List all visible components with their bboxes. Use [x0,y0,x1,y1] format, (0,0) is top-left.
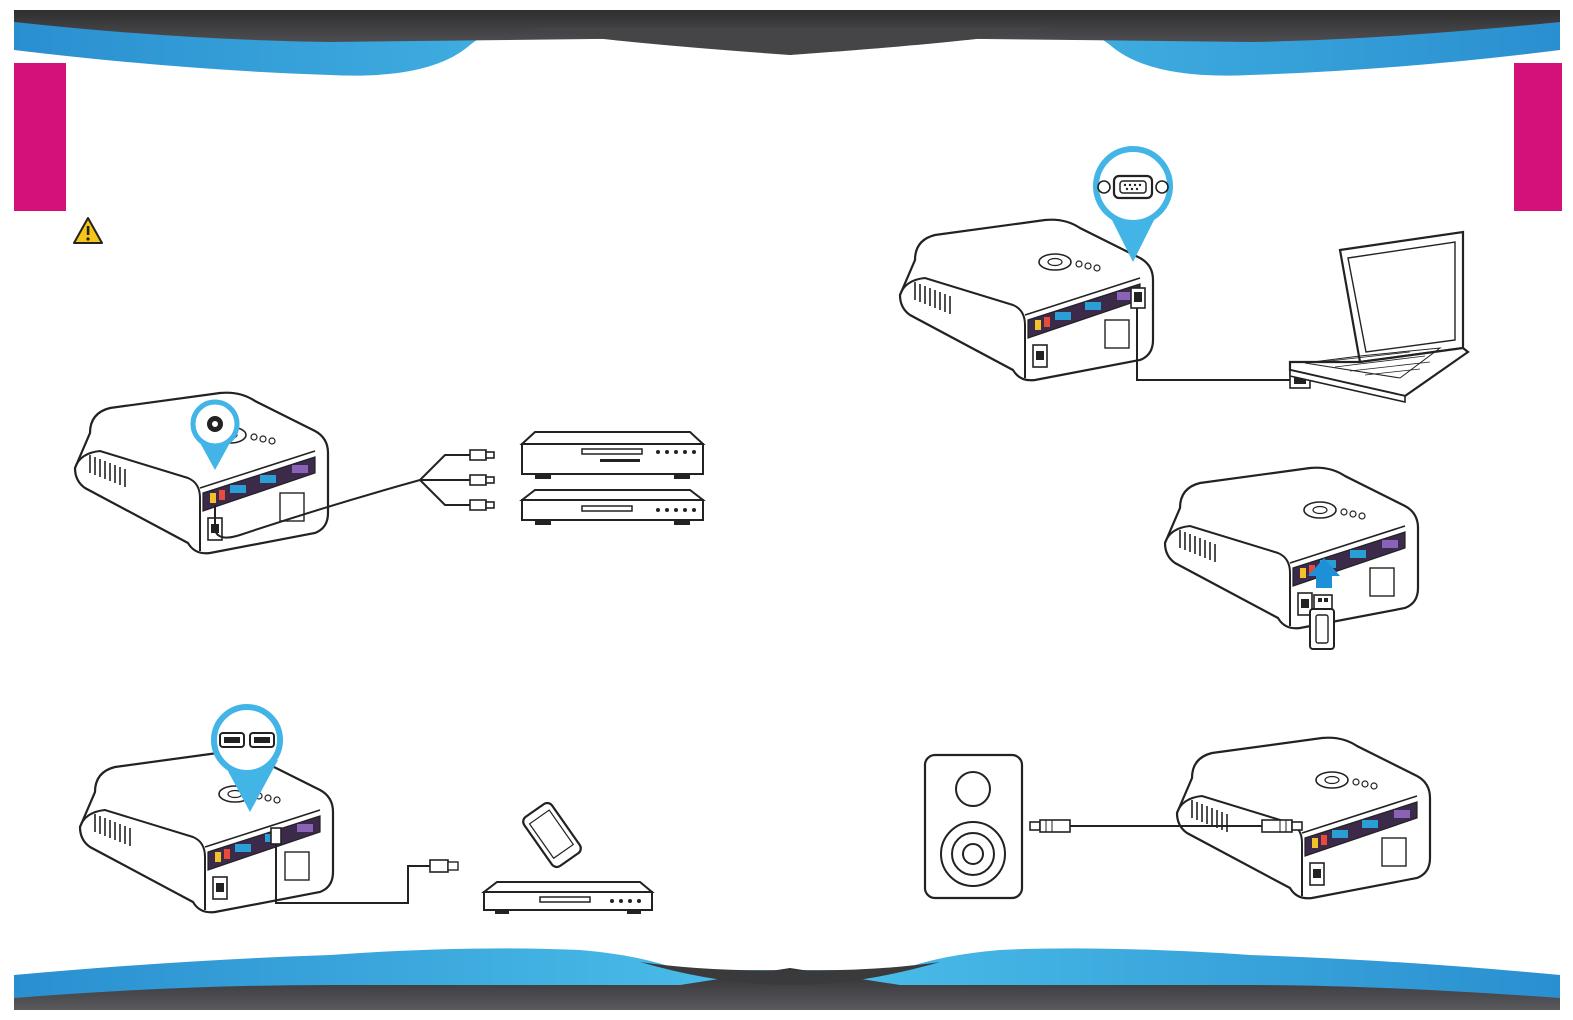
right-page-tab [1514,63,1562,211]
av-connection-diagram [73,391,706,555]
set-top-box-icon [519,489,706,525]
usb-drive-icon [1309,594,1335,650]
bottom-banner [14,948,1560,1010]
projector-icon [78,750,335,914]
projector-icon [1163,466,1420,630]
dvd-player-icon [519,431,706,479]
hdmi-port-zoom [211,704,283,812]
smartphone-icon [522,801,582,869]
warning-triangle-icon [73,217,103,244]
up-arrow-icon [1308,558,1340,588]
left-page-tab [14,63,66,211]
hdmi-connection-diagram [78,704,655,914]
usb-connection-diagram [1163,466,1420,650]
projector-icon [1175,736,1432,900]
speaker-icon [923,753,1024,900]
projector-icon [898,218,1155,382]
vga-port-zoom [1093,146,1173,262]
top-banner [14,10,1560,76]
dvd-player-icon [481,881,655,914]
audio-connection-diagram [923,736,1432,900]
av-port-zoom [190,399,240,470]
vga-connection-diagram [898,146,1470,404]
laptop-icon [1288,230,1470,404]
